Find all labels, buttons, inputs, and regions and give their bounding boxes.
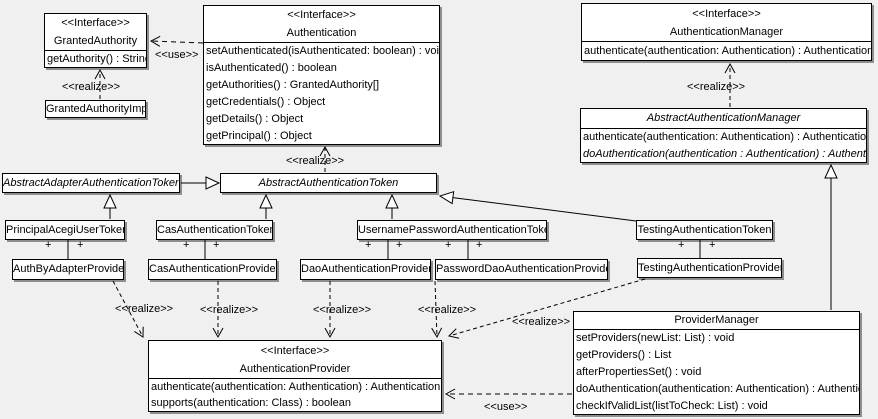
method: getAuthorities() : GrantedAuthority[] xyxy=(206,79,380,91)
class-testing-authentication-provider: TestingAuthenticationProvider xyxy=(637,258,782,278)
class-name: AbstractAuthenticationManager xyxy=(646,112,801,124)
association-end-plus: + xyxy=(445,239,452,251)
class-abstract-authentication-token: AbstractAuthenticationToken xyxy=(220,173,437,193)
realize-label: <<realize>> xyxy=(62,81,121,93)
interface-stereotype: <<Interface>> xyxy=(260,345,330,357)
use-label: <<use>> xyxy=(155,49,199,61)
class-name: GrantedAuthorityImpl xyxy=(46,103,145,115)
association-end-plus: + xyxy=(77,239,84,251)
method: authenticate(authentication: Authenticat… xyxy=(151,381,441,393)
class-name: TestingAuthenticationToken xyxy=(637,224,772,236)
association-end-plus: + xyxy=(678,239,685,251)
class-name: TestingAuthenticationProvider xyxy=(638,262,781,274)
method: authenticate(authentication: Authenticat… xyxy=(583,131,866,143)
authentication-methods: setAuthenticated(isAuthenticated: boolea… xyxy=(204,42,439,144)
class-auth-by-adapter-provider: AuthByAdapterProvider xyxy=(12,259,124,280)
class-authentication: <<Interface>> Authentication setAuthenti… xyxy=(203,5,440,145)
method: getAuthority() : String xyxy=(47,53,146,65)
class-dao-authentication-provider: DaoAuthenticationProvider xyxy=(300,259,431,280)
association-end-plus: + xyxy=(365,239,372,251)
abstract-authentication-manager-methods: authenticate(authentication: Authenticat… xyxy=(581,128,866,162)
method: setAuthenticated(isAuthenticated: boolea… xyxy=(206,45,439,57)
use-label: <<use>> xyxy=(484,401,528,413)
class-provider-manager: ProviderManager setProviders(newList: Li… xyxy=(573,311,860,415)
realize-label: <<realize>> xyxy=(115,303,174,315)
class-name: AbstractAdapterAuthenticationToken xyxy=(3,177,179,189)
realize-label: <<realize>> xyxy=(418,304,477,316)
association-end-plus: + xyxy=(396,239,403,251)
class-name: AuthByAdapterProvider xyxy=(13,263,123,275)
method: setProviders(newList: List) : void xyxy=(576,332,735,344)
class-cas-authentication-provider: CasAuthenticationProvider xyxy=(148,259,277,280)
provider-manager-methods: setProviders(newList: List) : void getPr… xyxy=(574,329,859,414)
class-name: UsernamePasswordAuthenticationToken xyxy=(358,224,546,236)
realize-label: <<realize>> xyxy=(286,155,345,167)
method: authenticate(authentication: Authenticat… xyxy=(584,45,871,57)
method: doAuthentication(authentication : Authen… xyxy=(583,148,866,160)
class-name: GrantedAuthority xyxy=(53,35,138,47)
class-name: PasswordDaoAuthenticationProvider xyxy=(436,263,607,275)
class-granted-authority: <<Interface>> GrantedAuthority getAuthor… xyxy=(44,13,147,68)
method: getProviders() : List xyxy=(576,349,672,361)
class-name: ProviderManager xyxy=(674,314,759,326)
realize-label: <<realize>> xyxy=(200,304,259,316)
class-name: DaoAuthenticationProvider xyxy=(301,263,430,275)
association-end-plus: + xyxy=(709,239,716,251)
authentication-manager-header: <<Interface>> AuthenticationManager xyxy=(582,4,871,41)
class-name: CasAuthenticationToken xyxy=(157,224,272,236)
granted-authority-methods: getAuthority() : String xyxy=(45,50,146,67)
class-principal-acegi-user-token: PrincipalAcegiUserToken xyxy=(5,220,125,240)
class-testing-authentication-token: TestingAuthenticationToken xyxy=(636,220,773,240)
authentication-provider-methods: authenticate(authentication: Authenticat… xyxy=(149,378,441,411)
interface-stereotype: <<Interface>> xyxy=(61,17,130,29)
association-end-plus: + xyxy=(476,239,483,251)
association-end-plus: + xyxy=(45,239,52,251)
interface-stereotype: <<Interface>> xyxy=(692,8,761,20)
method: isAuthenticated() : boolean xyxy=(206,62,337,74)
class-granted-authority-impl: GrantedAuthorityImpl xyxy=(45,100,146,118)
granted-authority-header: <<Interface>> GrantedAuthority xyxy=(45,14,146,50)
method: supports(authentication: Class) : boolea… xyxy=(151,397,351,409)
authentication-provider-header: <<Interface>> AuthenticationProvider xyxy=(149,341,441,378)
authentication-header: <<Interface>> Authentication xyxy=(204,6,439,42)
method: getDetails() : Object xyxy=(206,113,304,125)
class-name: Authentication xyxy=(286,27,357,39)
class-password-dao-authentication-provider: PasswordDaoAuthenticationProvider xyxy=(435,259,608,280)
class-name: AbstractAuthenticationToken xyxy=(258,177,399,189)
method: checkIfValidList(listToCheck: List) : vo… xyxy=(576,400,768,412)
authentication-manager-methods: authenticate(authentication: Authenticat… xyxy=(582,41,871,60)
method: getCredentials() : Object xyxy=(206,96,326,108)
class-cas-authentication-token: CasAuthenticationToken xyxy=(156,220,273,240)
generalization-testing-token-to-abstract-token xyxy=(438,190,637,222)
class-name: AuthenticationProvider xyxy=(239,363,351,375)
interface-stereotype: <<Interface>> xyxy=(287,9,356,21)
class-name: AuthenticationManager xyxy=(669,26,784,38)
class-username-password-authentication-token: UsernamePasswordAuthenticationToken xyxy=(357,220,547,240)
class-name: CasAuthenticationProvider xyxy=(149,263,276,275)
class-authentication-provider: <<Interface>> AuthenticationProvider aut… xyxy=(148,340,442,412)
class-name: PrincipalAcegiUserToken xyxy=(6,224,124,236)
use-authentication-granted-authority xyxy=(149,35,204,47)
class-abstract-authentication-manager: AbstractAuthenticationManager authentica… xyxy=(580,108,867,163)
method: afterPropertiesSet() : void xyxy=(576,366,702,378)
method: doAuthentication(authentication: Authent… xyxy=(576,383,859,395)
realize-label: <<realize>> xyxy=(512,316,571,328)
realize-label: <<realize>> xyxy=(687,81,746,93)
association-end-plus: + xyxy=(213,239,220,251)
realize-label: <<realize>> xyxy=(313,304,372,316)
association-end-plus: + xyxy=(183,239,190,251)
class-authentication-manager: <<Interface>> AuthenticationManager auth… xyxy=(581,3,872,61)
class-abstract-adapter-authentication-token: AbstractAdapterAuthenticationToken xyxy=(2,173,180,193)
method: getPrincipal() : Object xyxy=(206,130,312,142)
